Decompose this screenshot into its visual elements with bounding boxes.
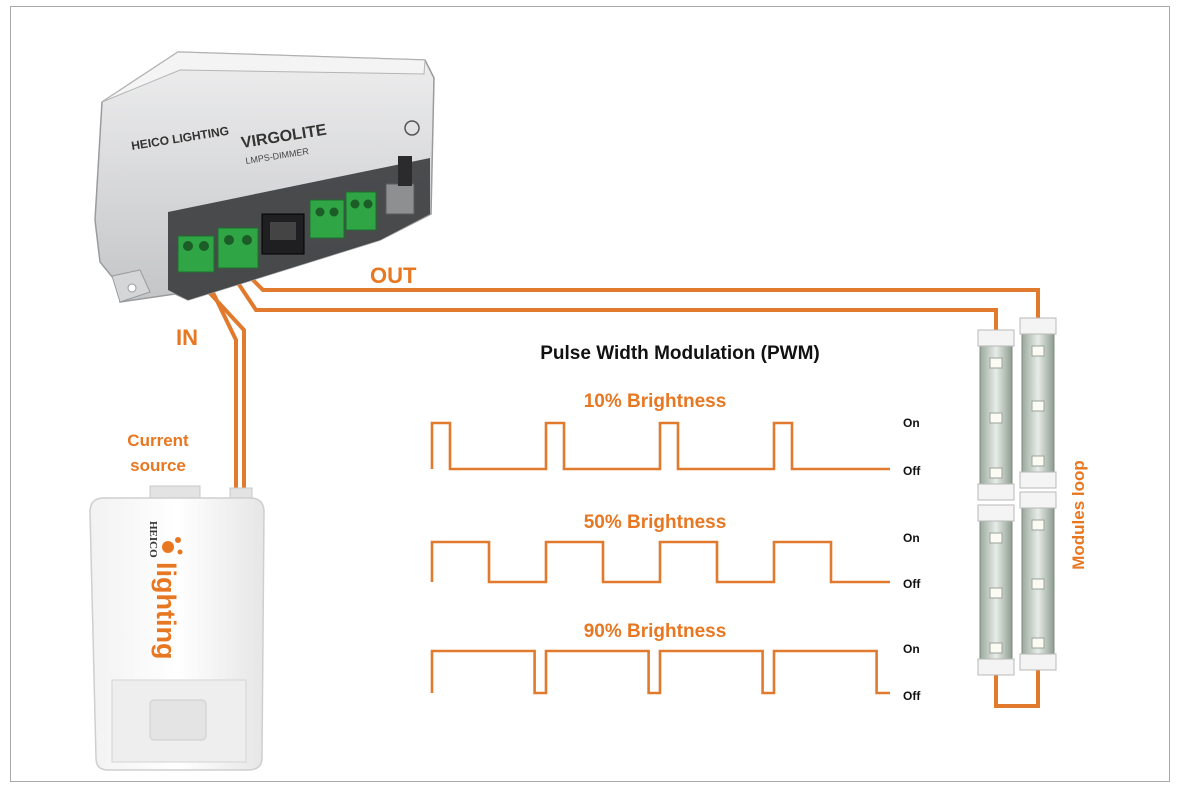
dimmer-knob: [385, 156, 415, 215]
pwm-on-label-1: On: [903, 416, 920, 430]
pwm-on-label-3: On: [903, 642, 920, 656]
pwm-waveform-label-2: 50% Brightness: [584, 512, 727, 533]
current-source-label-line1: Current: [127, 431, 189, 450]
pwm-off-label-2: Off: [903, 577, 921, 591]
rj45-jack: [261, 213, 305, 255]
adjust-arrow-icon: [404, 120, 420, 136]
pwm-waveform-1: [430, 421, 890, 471]
logo-dots-icon: [162, 541, 174, 553]
pwm-waveform-label-1: 10% Brightness: [584, 391, 727, 412]
pwm-off-label-3: Off: [903, 689, 921, 703]
power-supply: HEICO lighting: [89, 485, 265, 771]
wiring: [192, 268, 1040, 708]
out-wire-b: [230, 272, 998, 330]
power-supply-brand: lighting: [151, 562, 181, 659]
pwm-waveform-2: [430, 540, 890, 584]
diagram-frame: [10, 6, 1170, 782]
current-source-label-line2: source: [130, 456, 186, 475]
terminal-block-aux-1: [309, 199, 345, 239]
pwm-on-label-2: On: [903, 531, 920, 545]
terminal-block-out: [217, 227, 259, 269]
power-supply-brand-top: HEICO: [147, 521, 159, 558]
in-wire-b: [192, 274, 246, 490]
pwm-waveform-3: [430, 649, 890, 695]
led-modules: [977, 317, 1057, 676]
dimmer-device: HEICO LIGHTING VIRGOLITE LMPS-DIMMER: [94, 51, 435, 303]
module-loop-wire: [994, 670, 1040, 708]
led-module-4: [1019, 491, 1057, 671]
led-module-3: [977, 504, 1015, 676]
out-label: OUT: [370, 263, 417, 288]
led-module-1: [977, 329, 1015, 501]
pwm-title: Pulse Width Modulation (PWM): [540, 343, 820, 364]
pwm-waveform-label-3: 90% Brightness: [584, 621, 727, 642]
pwm-off-label-1: Off: [903, 464, 921, 478]
modules-loop-label: Modules loop: [1069, 460, 1088, 570]
led-module-2: [1019, 317, 1057, 489]
in-label: IN: [176, 325, 198, 350]
terminal-block-in: [177, 235, 215, 273]
terminal-block-aux-2: [345, 191, 377, 231]
